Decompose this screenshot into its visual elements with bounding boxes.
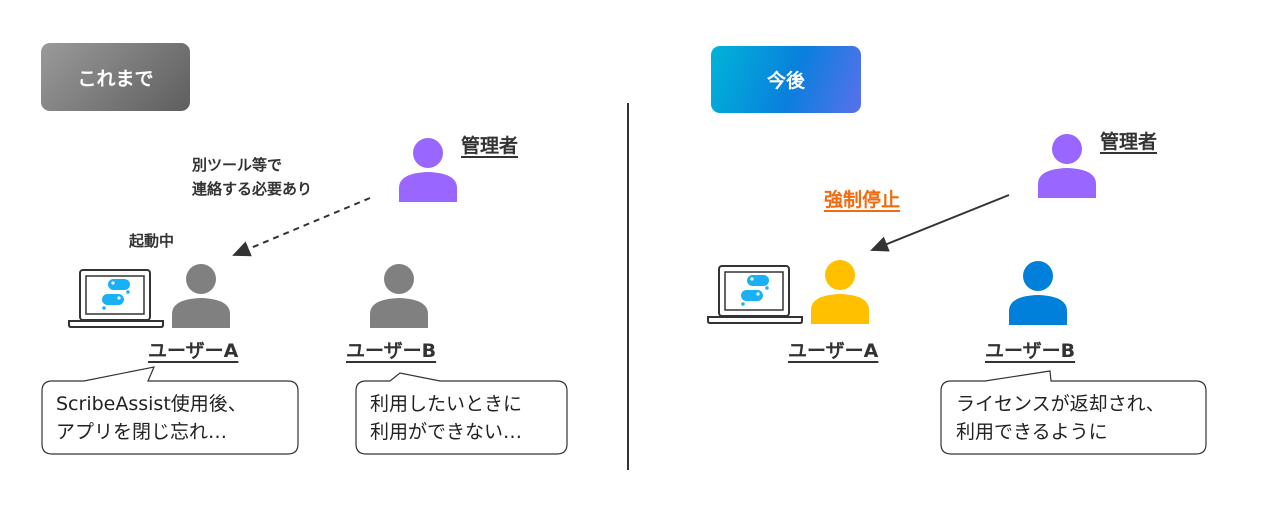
user-b-label-after: ユーザーB <box>985 340 1076 362</box>
laptop-icon <box>68 269 164 328</box>
admin-label: 管理者 <box>461 135 519 157</box>
user-b-bubble-shape-after <box>940 370 1207 455</box>
user-b-bubble-shape <box>355 372 568 455</box>
user-b-bubble-after-line-2: 利用できるように <box>956 421 1108 443</box>
user-b-bubble-line-2: 利用ができない… <box>370 421 523 443</box>
user-b-bubble-after-line-1: ライセンスが返却され、 <box>956 393 1165 415</box>
user-b-icon-after <box>1009 261 1067 325</box>
force-stop-label: 強制停止 <box>824 189 901 211</box>
user-b-bubble-line-1: 利用したいときに <box>370 393 523 415</box>
note-line-1: 別ツール等で <box>192 156 283 174</box>
user-a-icon-after <box>811 260 869 324</box>
user-b-label: ユーザーB <box>346 340 437 362</box>
admin-label-after: 管理者 <box>1100 131 1158 153</box>
running-label: 起動中 <box>129 232 175 250</box>
after-header: 今後 <box>711 46 861 113</box>
user-a-bubble-shape <box>41 366 299 455</box>
user-a-label-after: ユーザーA <box>788 340 879 362</box>
user-a-bubble-line-2: アプリを閉じ忘れ… <box>56 421 228 443</box>
admin-icon <box>399 138 457 202</box>
dashed-arrow <box>232 197 371 257</box>
before-header: これまで <box>41 43 190 111</box>
user-b-icon <box>370 264 428 328</box>
user-a-icon <box>172 264 230 328</box>
solid-arrow <box>870 194 1010 252</box>
user-a-bubble-line-1: ScribeAssist使用後、 <box>56 393 247 415</box>
admin-icon-after <box>1038 134 1096 198</box>
note-line-2: 連絡する必要あり <box>192 180 313 198</box>
laptop-icon-after <box>707 265 803 324</box>
user-a-label: ユーザーA <box>148 340 239 362</box>
